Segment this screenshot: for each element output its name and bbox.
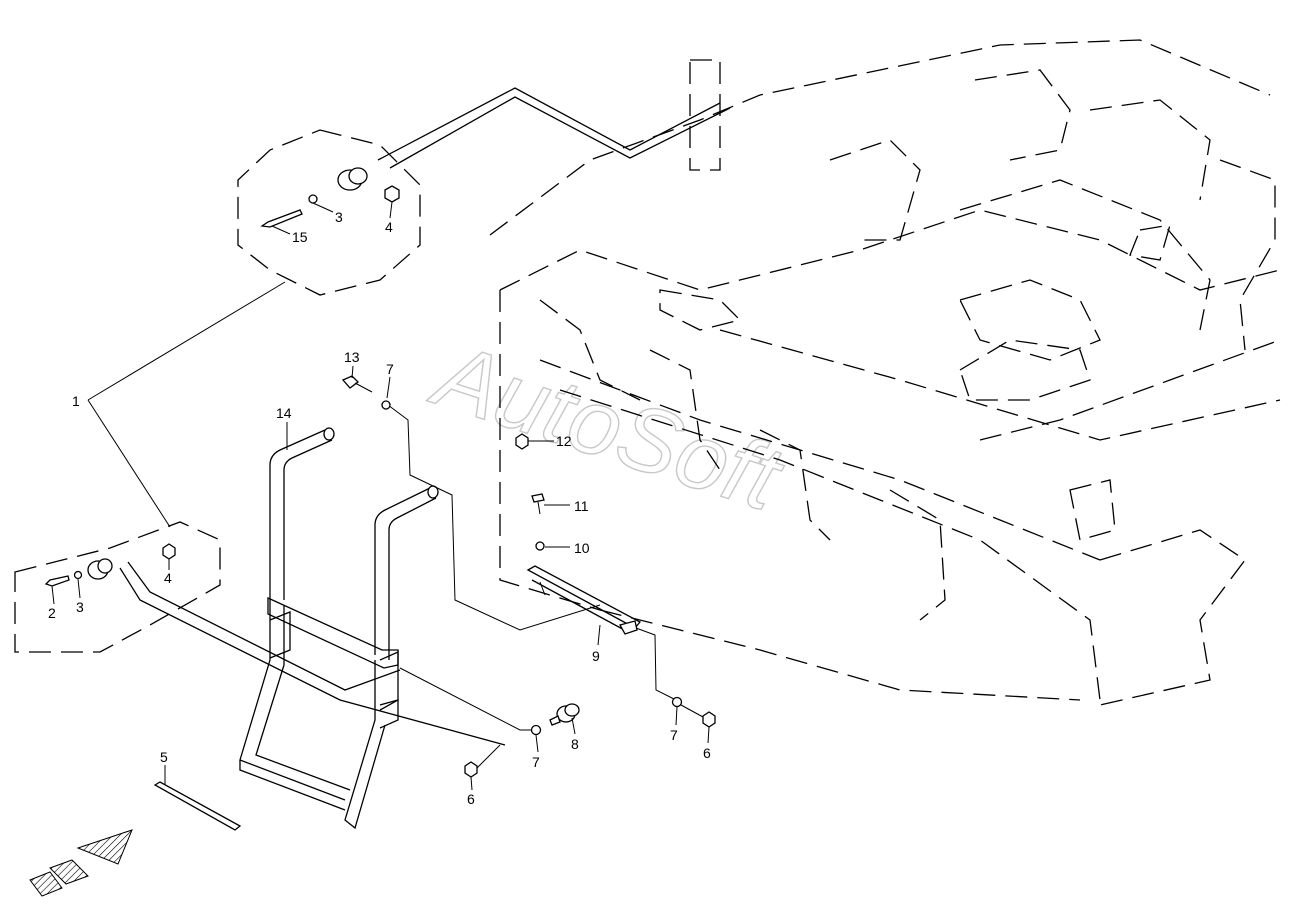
nut-12 <box>515 433 529 450</box>
direction-arrow-icon <box>29 829 133 897</box>
bolt <box>260 209 303 228</box>
washer <box>308 194 318 204</box>
callout-3-lower: 3 <box>76 599 84 615</box>
callout-6-right: 6 <box>703 745 711 761</box>
watermark: AutoSoft <box>420 322 795 531</box>
callout-12: 12 <box>556 433 572 449</box>
upper-detail-group <box>237 87 731 296</box>
callout-10: 10 <box>574 540 590 556</box>
step-ladder <box>239 427 439 830</box>
callout-3-upper: 3 <box>335 209 343 225</box>
callout-7-upper: 7 <box>386 361 394 377</box>
rubber-mount <box>337 167 368 191</box>
callout-13: 13 <box>344 349 360 365</box>
washer-7-upper <box>381 400 391 410</box>
mount-8 <box>556 703 580 723</box>
nut-6-lower <box>464 761 478 778</box>
washer-7-right <box>671 696 683 708</box>
strip-5 <box>153 781 242 831</box>
callout-9: 9 <box>592 648 600 664</box>
callout-1: 1 <box>72 393 80 409</box>
rubber-mount-lower <box>87 558 113 580</box>
callout-15: 15 <box>292 229 308 245</box>
callout-8: 8 <box>571 736 579 752</box>
callout-14: 14 <box>276 405 292 421</box>
callout-11: 11 <box>574 498 589 514</box>
bolt-13 <box>341 375 373 393</box>
callout-5: 5 <box>160 749 168 765</box>
callout-2: 2 <box>48 605 56 621</box>
frame-outline <box>489 39 1281 706</box>
bolt-11 <box>531 493 545 515</box>
bracket-bar-9 <box>526 565 677 701</box>
nut <box>384 185 400 203</box>
callout-4-upper: 4 <box>385 219 393 235</box>
nut-6-right <box>702 711 716 728</box>
lower-detail-group <box>14 521 506 746</box>
washer-7-lower <box>530 724 542 736</box>
callout-7-lower: 7 <box>532 754 540 770</box>
callout-7-right: 7 <box>670 727 678 743</box>
callout-6-lower: 6 <box>467 791 475 807</box>
washer-10 <box>535 541 545 551</box>
callout-4-lower: 4 <box>164 570 172 586</box>
